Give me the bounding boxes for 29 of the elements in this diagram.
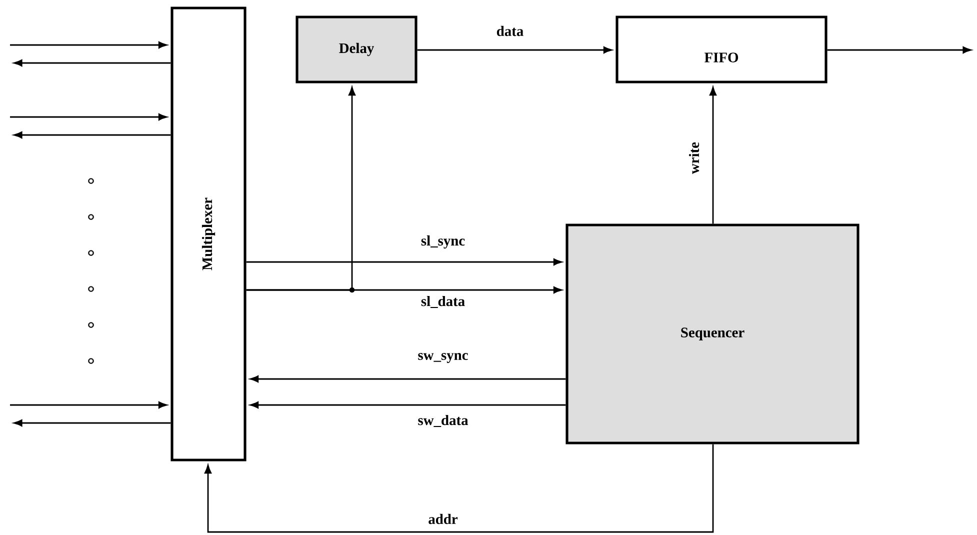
arrow [250,401,566,408]
arrow [14,419,171,426]
edge-label: sw_data [418,414,468,428]
edge-label: data [496,26,524,36]
arrow [14,60,171,66]
box-label: Multiplexer [202,198,216,270]
sequencer-box [566,224,860,444]
arrow [204,444,714,533]
arrow [246,258,562,266]
edge-label: sl_data [421,296,465,308]
multiplexer-box [170,6,246,462]
arrow [417,46,612,54]
arrow [827,46,972,54]
arrow [246,86,356,293]
box-label: FIFO [704,52,738,62]
edge-label: write [688,142,700,174]
delay-box [296,16,418,84]
arrow [14,132,171,138]
edge-label: sl_sync [421,235,465,249]
arrow [250,375,566,382]
arrow [710,86,716,224]
edge-label: sw_sync [418,353,468,363]
arrow [10,114,168,120]
box-label: Sequencer [681,328,744,340]
edge-label: addr [428,514,458,524]
box-label: Delay [339,42,374,56]
arrow [10,401,168,408]
fifo-box [616,16,828,84]
arrow [10,42,168,48]
